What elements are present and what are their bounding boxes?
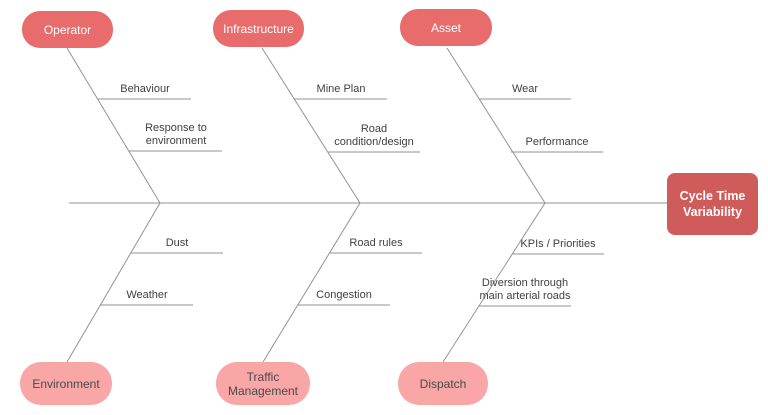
- bone-asset-line: [446, 47, 546, 204]
- cause-label-road-condition-design: Road condition/design: [334, 123, 414, 148]
- cause-label-performance: Performance: [525, 136, 589, 148]
- bone-infrastructure-line: [261, 47, 361, 204]
- cause-label-mine-plan: Mine Plan: [316, 83, 366, 95]
- bone-environment-line: [66, 202, 161, 363]
- effect-box-cycle-time-variability: Cycle Time Variability: [667, 173, 758, 235]
- category-box-operator: Operator: [22, 11, 113, 48]
- category-box-infrastructure: Infrastructure: [213, 10, 304, 47]
- category-box-environment: Environment: [20, 362, 112, 405]
- cause-label-diversion-through-main-arterial-roads: Diversion through main arterial roads: [479, 277, 571, 302]
- bone-operator-line: [66, 47, 161, 204]
- cause-label-behaviour: Behaviour: [120, 83, 170, 95]
- cause-label-wear: Wear: [511, 83, 539, 95]
- cause-label-congestion: Congestion: [316, 289, 372, 301]
- cause-label-road-rules: Road rules: [349, 237, 403, 249]
- bone-traffic-management-line: [262, 202, 361, 363]
- cause-label-response-to-environment: Response to environment: [145, 122, 207, 147]
- category-box-traffic-management: Traffic Management: [216, 362, 310, 405]
- bone-dispatch-line: [442, 202, 546, 363]
- cause-label-dust: Dust: [165, 237, 189, 249]
- cause-label-kpis-priorities: KPIs / Priorities: [520, 238, 596, 250]
- category-box-dispatch: Dispatch: [398, 362, 488, 405]
- category-box-asset: Asset: [400, 9, 492, 46]
- cause-label-weather: Weather: [126, 289, 168, 301]
